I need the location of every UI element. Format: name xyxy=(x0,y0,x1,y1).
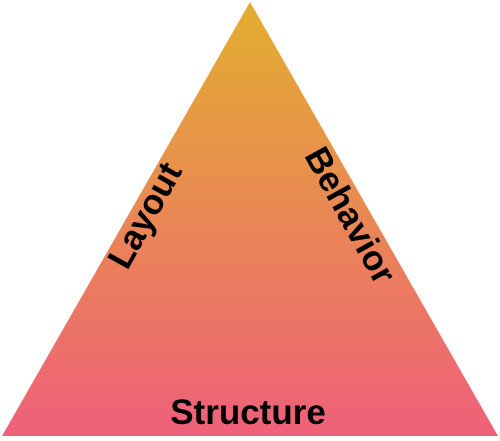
label-structure: Structure xyxy=(170,393,326,432)
triangle-shape xyxy=(2,2,498,436)
